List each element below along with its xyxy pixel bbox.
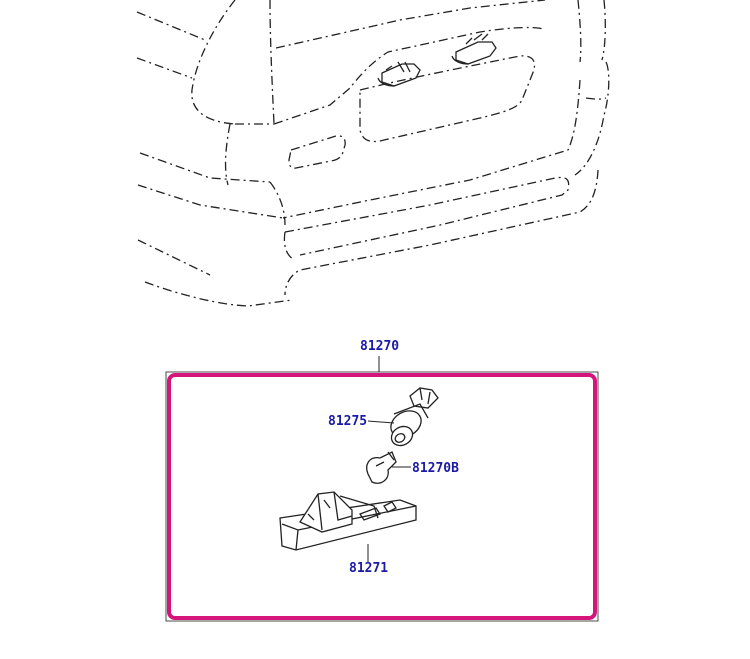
- callout-bulb[interactable]: 81270B: [412, 461, 459, 476]
- group-frame-outer: [165, 371, 599, 622]
- group-frame: [167, 373, 597, 620]
- vehicle-rear-outline: [136, 0, 610, 307]
- callout-socket[interactable]: 81275: [328, 414, 368, 429]
- callout-assembly[interactable]: 81270: [360, 339, 400, 354]
- license-lamp-left: [377, 61, 421, 87]
- license-lamp-right: [451, 33, 497, 65]
- wedge-bulb: [366, 451, 397, 484]
- leader-socket: [367, 420, 395, 424]
- callout-lens[interactable]: 81271: [349, 561, 389, 576]
- bulb-socket: [390, 387, 439, 447]
- lamp-lens-housing: [279, 491, 417, 551]
